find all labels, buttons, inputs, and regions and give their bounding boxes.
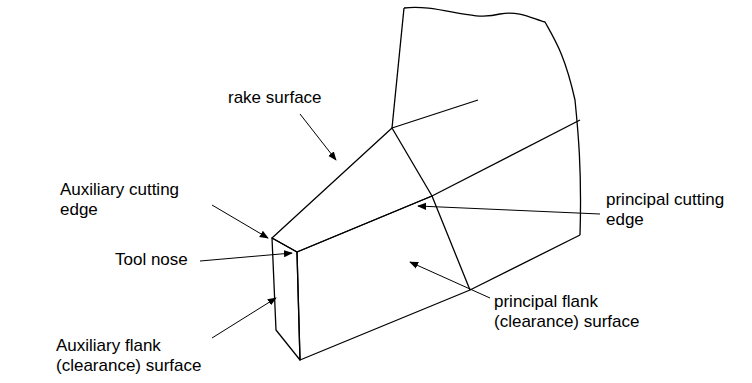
part-label: principal flank (clearance) surface [494, 292, 664, 332]
leader-arrow [300, 114, 336, 160]
leader-arrow [410, 262, 490, 298]
shank-edge [392, 8, 404, 128]
shank-break [404, 7, 581, 235]
part-label: principal cutting edge [606, 190, 746, 230]
rake-surface [272, 128, 432, 252]
leader-arrow [212, 298, 276, 338]
shank-edge [432, 120, 580, 196]
part-label: Tool nose [115, 250, 205, 270]
auxiliary-flank [272, 238, 300, 360]
part-label: rake surface [228, 88, 368, 108]
leader-arrow [418, 206, 600, 214]
principal-flank [297, 196, 470, 360]
shank-edge [470, 235, 580, 290]
part-label: Auxiliary flank (clearance) surface [56, 336, 216, 376]
part-label: Auxiliary cutting edge [60, 180, 210, 220]
leader-arrow [200, 253, 292, 261]
shank-edge [392, 100, 478, 128]
leader-arrow [212, 205, 268, 238]
